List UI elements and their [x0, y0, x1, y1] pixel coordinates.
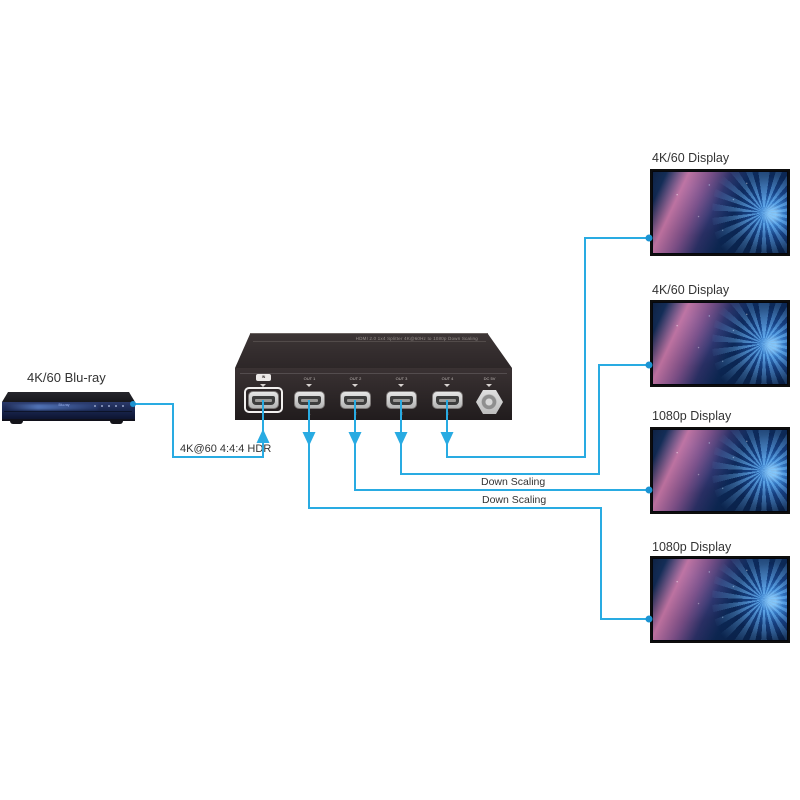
dc5v-pointer-icon [486, 384, 492, 387]
out1-arrow-icon [302, 432, 316, 446]
source-node-dot [130, 401, 136, 407]
bluray-buttons [94, 405, 127, 407]
out4-cable [446, 237, 648, 458]
bluray-tray-line [4, 411, 132, 412]
display2-node-dot [645, 361, 653, 369]
bluray-glow [6, 404, 98, 410]
display3-label: 1080p Display [652, 409, 732, 423]
display4-label: 1080p Display [652, 540, 732, 554]
out2-arrow-icon [348, 432, 362, 446]
out1-cable [308, 400, 648, 620]
input-arrow-icon [256, 429, 270, 443]
display3-screen [650, 427, 790, 514]
downscale-label-1: Down Scaling [481, 476, 546, 488]
out1-label: OUT 1 [303, 376, 316, 381]
splitter-top-edge [250, 333, 488, 334]
source-label: 4K/60 Blu-ray [27, 370, 106, 385]
display2-label: 4K/60 Display [652, 283, 730, 297]
out4-pointer-icon [444, 384, 450, 387]
splitter-front-highlight [240, 373, 507, 374]
bluray-foot-left [10, 420, 23, 424]
bluray-base [2, 419, 135, 421]
display1-image [653, 172, 787, 253]
display4-node-dot [645, 615, 653, 623]
out3-label: OUT 3 [395, 376, 408, 381]
dc-power-barrel [481, 394, 497, 410]
out4-arrow-icon [440, 432, 454, 446]
out3-cable [400, 364, 648, 475]
out3-pointer-icon [398, 384, 404, 387]
out2-cable [354, 400, 648, 491]
display1-label: 4K/60 Display [652, 151, 730, 165]
display2-screen [650, 300, 790, 387]
bluray-foot-right [110, 420, 123, 424]
in-pointer-icon [260, 384, 266, 387]
display4-screen [650, 556, 790, 643]
out2-label: OUT 2 [349, 376, 362, 381]
display4-image [653, 559, 787, 640]
display1-node-dot [645, 234, 653, 242]
dc5v-label: DC 5V [483, 376, 496, 381]
bluray-logo: Blu-ray [58, 403, 70, 407]
input-signal-label: 4K@60 4:4:4 HDR [180, 443, 272, 455]
out1-pointer-icon [306, 384, 312, 387]
out2-pointer-icon [352, 384, 358, 387]
display3-node-dot [645, 486, 653, 494]
splitter-top-face [235, 334, 512, 368]
hdmi-in-badge: IN [256, 374, 271, 381]
out3-arrow-icon [394, 432, 408, 446]
splitter-groove [253, 341, 486, 342]
bluray-player-top [2, 392, 135, 402]
out4-label: OUT 4 [441, 376, 454, 381]
downscale-label-2: Down Scaling [482, 494, 547, 506]
display2-image [653, 303, 787, 384]
display1-screen [650, 169, 790, 256]
input-cable [133, 400, 264, 458]
display3-image [653, 430, 787, 511]
